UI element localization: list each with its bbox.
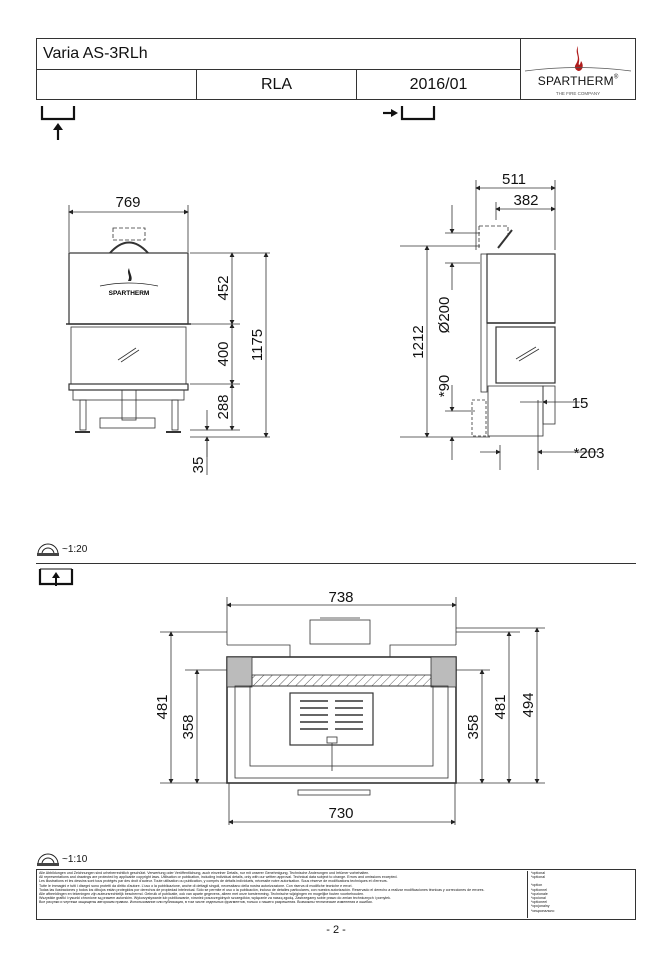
option-note: *optional <box>531 875 545 880</box>
disclaimer-line: Todas las ilustraciones y todos los dibu… <box>39 887 485 892</box>
view-symbols <box>40 106 436 140</box>
disclaimer-line: Alle afbeeldingen en tekeningen zijn aut… <box>39 892 365 897</box>
disclaimer-line: Все рисунки и чертежи защищены авторским… <box>39 900 373 905</box>
disclaimer-line: Les illustrations et les dessins sont to… <box>39 879 388 884</box>
dim-top-width: 738 <box>328 589 353 606</box>
option-note: *opcjonalny <box>531 904 550 909</box>
dim-left-inner: 358 <box>180 714 197 739</box>
dim-feet: 35 <box>190 457 207 474</box>
scale-icon <box>37 853 59 866</box>
dim-bottom: 288 <box>215 394 232 419</box>
registered-mark: ® <box>613 74 619 81</box>
disclaimer-line: Wszystkie grafiki i rysunki chronione są… <box>39 896 391 901</box>
dim-offset: 15 <box>572 395 589 412</box>
front-view-symbol-icon <box>40 106 76 140</box>
side-view-symbol-icon <box>383 106 436 121</box>
model-name: Varia AS-3RLh <box>37 39 521 70</box>
page-number: - 2 - <box>326 924 346 936</box>
dim-right-depth: 481 <box>492 694 509 719</box>
front-logo: SPARTHERM <box>99 268 159 297</box>
dim-left-depth: 481 <box>154 694 171 719</box>
front-view-drawing: SPARTHERM 769 452 400 288 1175 35 <box>66 194 270 475</box>
disclaimer-text: Alle Abbildungen und Zeichnungen sind ur… <box>39 871 523 919</box>
plan-view-drawing: 738 730 481 358 358 481 494 <box>154 589 545 825</box>
dim-right-total: 494 <box>520 692 537 717</box>
side-view-drawing: 511 382 1212 Ø200 *90 15 *203 <box>400 171 605 470</box>
divider <box>36 563 636 564</box>
disclaimer-line: Tutte le immagini e tutti i disegni sono… <box>39 883 353 888</box>
dim-depth: 511 <box>502 171 526 188</box>
dim-flue-offset: 382 <box>513 192 538 209</box>
option-note: *option <box>531 883 543 888</box>
option-note: *optionnel <box>531 887 547 892</box>
option-note: *опционально <box>531 908 555 913</box>
title-block: Varia AS-3RLh RLA 2016/01 SPARTHERM® THE… <box>36 38 636 100</box>
dim-inlet-depth: *203 <box>574 445 605 462</box>
scale-label-2: ~1:10 <box>62 854 88 865</box>
variant-code: RLA <box>197 70 357 100</box>
brand-tagline: THE FIRE COMPANY <box>555 91 601 96</box>
dim-total: 1175 <box>249 329 266 361</box>
revision-date: 2016/01 <box>357 70 521 100</box>
dim-air-inlet: *90 <box>436 375 453 398</box>
flame-icon <box>524 46 632 72</box>
disclaimer-box: Alle Abbildungen und Zeichnungen sind ur… <box>36 869 636 920</box>
front-logo-text: SPARTHERM <box>109 290 150 297</box>
dim-height: 1212 <box>410 325 427 358</box>
option-note: *optioneel <box>531 900 547 905</box>
dim-width: 769 <box>115 194 140 211</box>
disclaimer-line: All representations and drawings are pro… <box>39 875 398 880</box>
disclaimer-line: Alle Abbildungen und Zeichnungen sind ur… <box>39 871 370 875</box>
empty-cell <box>37 70 197 100</box>
option-note: *opcional <box>531 896 546 901</box>
scale-icon <box>37 543 59 556</box>
scale-label-1: ~1:20 <box>62 544 88 555</box>
plan-view-symbol-icon <box>38 568 74 586</box>
dim-right-inner: 358 <box>465 714 482 739</box>
disclaimer-options: *optional *optional *option *optionnel *… <box>527 871 631 918</box>
dim-bottom-width: 730 <box>328 805 353 822</box>
option-note: *optional <box>531 871 545 875</box>
option-note: *opzionale <box>531 891 548 896</box>
brand-name: SPARTHERM <box>537 74 614 88</box>
dim-top: 452 <box>215 275 232 300</box>
spartherm-logo: SPARTHERM® THE FIRE COMPANY <box>521 39 635 99</box>
dim-flue-diameter: Ø200 <box>436 297 453 334</box>
dim-middle: 400 <box>215 341 232 366</box>
